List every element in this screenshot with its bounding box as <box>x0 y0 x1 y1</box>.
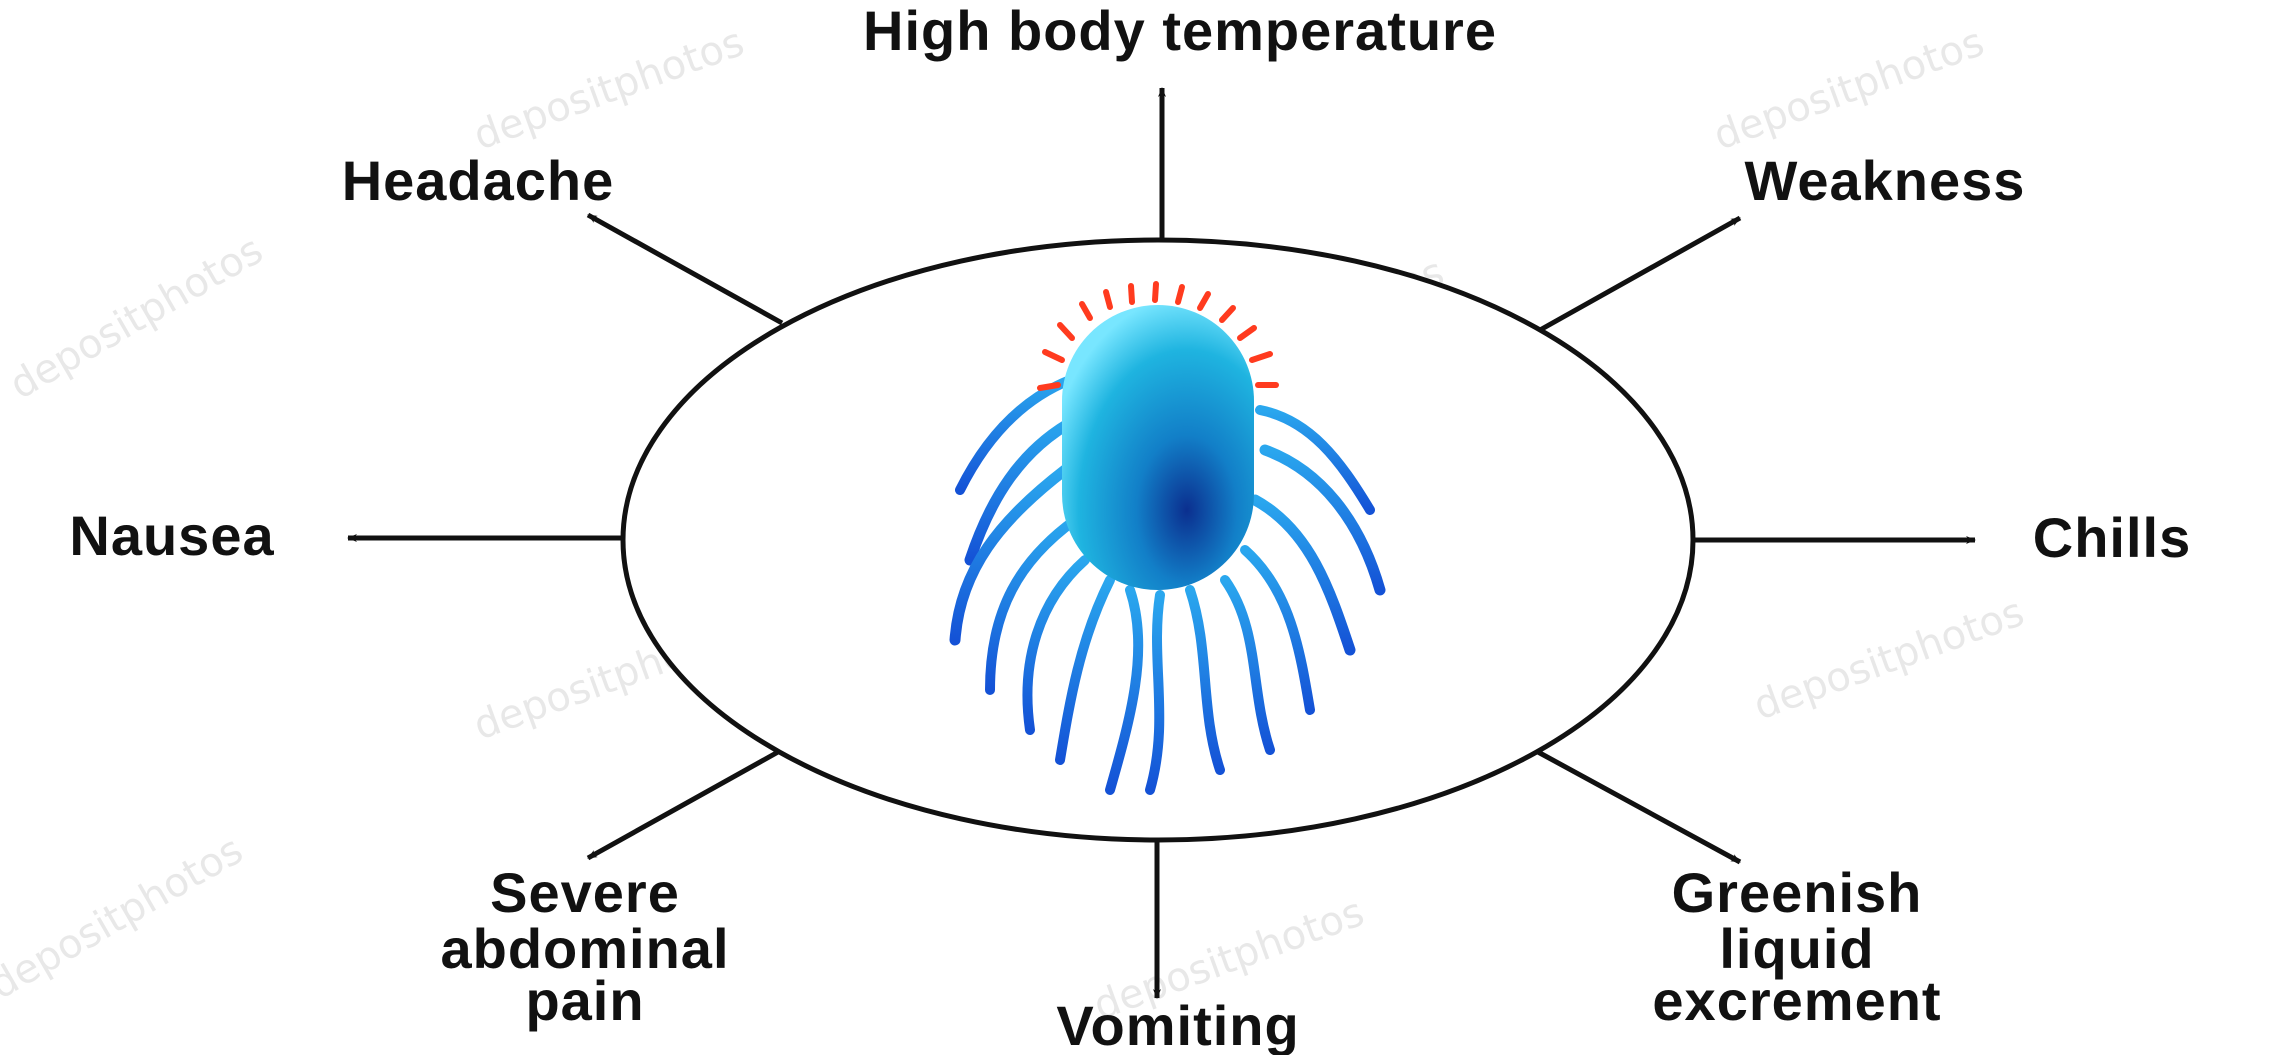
arrow-bottom-left <box>588 752 778 858</box>
arrow-top-right <box>1540 218 1740 330</box>
label-line: Greenish <box>1672 861 1923 924</box>
label-high-body-temperature: High body temperature <box>863 0 1497 62</box>
label-severe-abdominal-pain: Severe abdominal pain <box>440 861 729 1032</box>
label-line: excrement <box>1652 969 1941 1032</box>
watermark-text: depositphotos <box>1748 589 2030 729</box>
label-headache: Headache <box>342 149 615 212</box>
cell-body <box>1062 305 1254 590</box>
label-weakness: Weakness <box>1745 149 2026 212</box>
label-line: Severe <box>490 861 680 924</box>
watermark-text: depositphotos <box>1708 19 1990 159</box>
watermark-text: depositphotos <box>2 227 271 409</box>
watermark-text: depositphotos <box>468 19 750 159</box>
watermark-text: depositphotos <box>0 827 251 1009</box>
label-vomiting: Vomiting <box>1056 994 1299 1055</box>
label-line: pain <box>525 969 644 1032</box>
label-chills: Chills <box>2033 506 2191 569</box>
arrow-top-left <box>588 215 782 323</box>
label-greenish-liquid-excrement: Greenish liquid excrement <box>1652 861 1941 1032</box>
label-nausea: Nausea <box>69 504 274 567</box>
arrow-bottom-right <box>1538 752 1740 862</box>
